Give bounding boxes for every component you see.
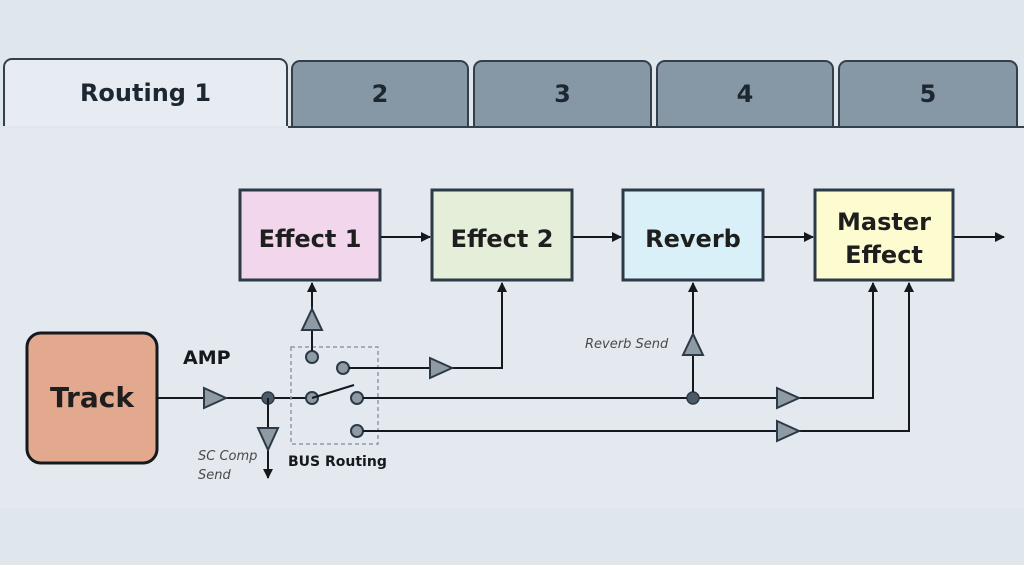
amp-label: AMP [183, 347, 231, 369]
sc-comp-label-line1: SC Comp [198, 449, 257, 464]
reverb-send-triangle-icon [681, 331, 705, 356]
bus-routing-label: BUS Routing [288, 454, 387, 470]
sc-comp-triangle-icon [256, 427, 280, 453]
reverb-block[interactable] [621, 188, 765, 282]
route-master-line [363, 282, 878, 399]
tab-divider [288, 126, 1024, 128]
master-effect-block[interactable] [813, 188, 955, 282]
tab-4[interactable]: 4 [656, 60, 834, 126]
route-effect1-triangle-icon [300, 306, 324, 331]
reverb-send-label: Reverb Send [585, 337, 669, 352]
switch-contact-master[interactable] [350, 391, 364, 405]
bus-routing-box[interactable] [290, 346, 379, 445]
effect1-label: Effect 1 [259, 225, 362, 253]
route-direct-line [363, 282, 914, 432]
effect1-block[interactable] [238, 188, 382, 282]
tab-bar: Routing 1 2 3 4 5 [0, 58, 1024, 128]
reverb-label: Reverb [645, 225, 741, 253]
master-label-line2: Effect [845, 241, 923, 269]
switch-lever [311, 384, 355, 399]
route-effect2-line [349, 282, 507, 369]
tab-3[interactable]: 3 [473, 60, 652, 126]
switch-contact-effect1[interactable] [305, 350, 319, 364]
switch-contact-effect2[interactable] [336, 361, 350, 375]
effect2-block[interactable] [430, 188, 574, 282]
effect2-label: Effect 2 [451, 225, 554, 253]
sc-comp-label-line2: Send [198, 468, 231, 483]
amp-triangle-icon [203, 386, 229, 410]
tab-routing-1[interactable]: Routing 1 [3, 58, 288, 126]
track-label: Track [50, 381, 135, 414]
reverb-send-junction [686, 391, 700, 405]
tab-2[interactable]: 2 [291, 60, 469, 126]
route-master-triangle-icon [776, 386, 802, 410]
route-effect2-triangle-icon [429, 356, 455, 380]
master-label-line1: Master [837, 208, 931, 236]
switch-contact-direct[interactable] [350, 424, 364, 438]
route-direct-triangle-icon [776, 419, 802, 443]
tab-5[interactable]: 5 [838, 60, 1018, 126]
